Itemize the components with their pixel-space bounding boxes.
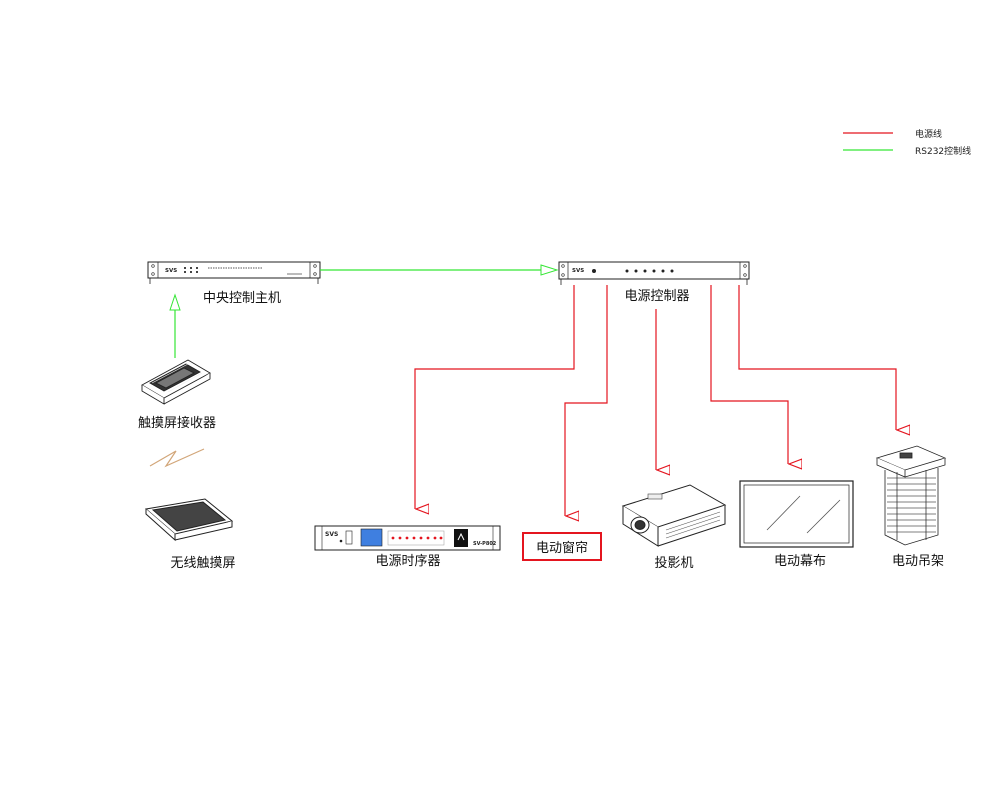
electric-curtain-box: 电动窗帘 — [522, 532, 602, 561]
wireless-signal-icon — [149, 448, 205, 468]
power-controller-brand: SVS — [572, 268, 584, 274]
power-sequencer-device: SVS SV-P802 — [314, 525, 501, 551]
central-host-device: SVS — [147, 261, 321, 284]
rs232-arrowhead-controller — [540, 264, 559, 276]
electric-screen-label: 电动幕布 — [773, 554, 827, 569]
wireless-touch-label: 无线触摸屏 — [170, 556, 236, 571]
projector-device — [621, 484, 727, 547]
electric-lift-label: 电动吊架 — [891, 554, 945, 569]
power-sequencer-brand: SVS — [325, 531, 338, 538]
electric-lift-device — [875, 445, 947, 546]
central-host-label: 中央控制主机 — [202, 291, 282, 306]
rs232-arrowhead-host — [169, 293, 181, 311]
power-controller-device: SVS — [558, 261, 750, 285]
power-line-to-screen — [710, 285, 788, 464]
touch-receiver-device — [141, 359, 211, 405]
legend-rs232-line-label: RS232控制线 — [915, 147, 972, 157]
power-line-to-curtain — [564, 285, 608, 516]
power-line-to-sequencer — [414, 285, 575, 509]
power-controller-label: 电源控制器 — [624, 289, 690, 304]
wireless-touch-device — [144, 498, 234, 542]
projector-label: 投影机 — [654, 556, 694, 571]
power-sequencer-label: 电源时序器 — [375, 554, 441, 569]
legend-power-line-label: 电源线 — [915, 130, 943, 140]
power-line-to-lift — [738, 285, 896, 430]
touch-receiver-label: 触摸屏接收器 — [137, 416, 217, 431]
power-sequencer-model: SV-P802 — [473, 541, 497, 547]
central-host-brand: SVS — [165, 268, 177, 274]
electric-screen-device — [739, 480, 854, 548]
electric-curtain-label: 电动窗帘 — [535, 541, 588, 556]
